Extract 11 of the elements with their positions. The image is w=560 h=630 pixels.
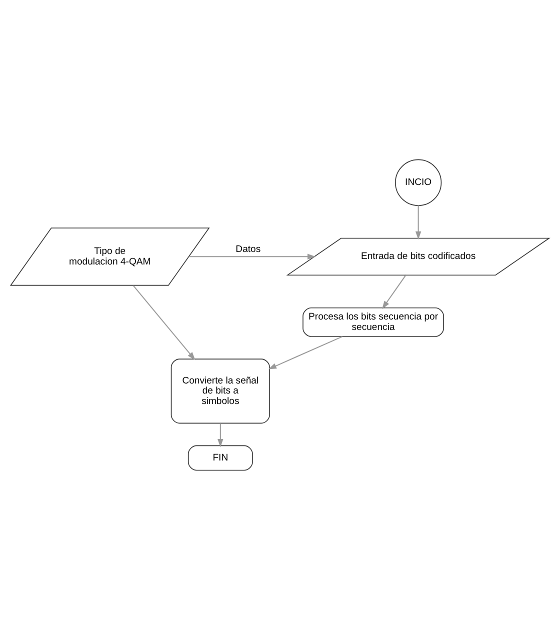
- node-box: FIN: [188, 445, 253, 471]
- arrow: [132, 285, 196, 360]
- arrow: [268, 336, 343, 370]
- node-box: Convierte la señal de bits a simbolos: [170, 358, 270, 424]
- arrow: [382, 274, 406, 310]
- arrow: [415, 206, 422, 240]
- edge-label: Datos: [236, 244, 261, 256]
- arrow: [188, 254, 316, 260]
- node-circle: INCIO: [395, 159, 442, 206]
- node-box: Procesa los bits secuencia por secuencia: [302, 307, 444, 337]
- arrow: [218, 423, 224, 448]
